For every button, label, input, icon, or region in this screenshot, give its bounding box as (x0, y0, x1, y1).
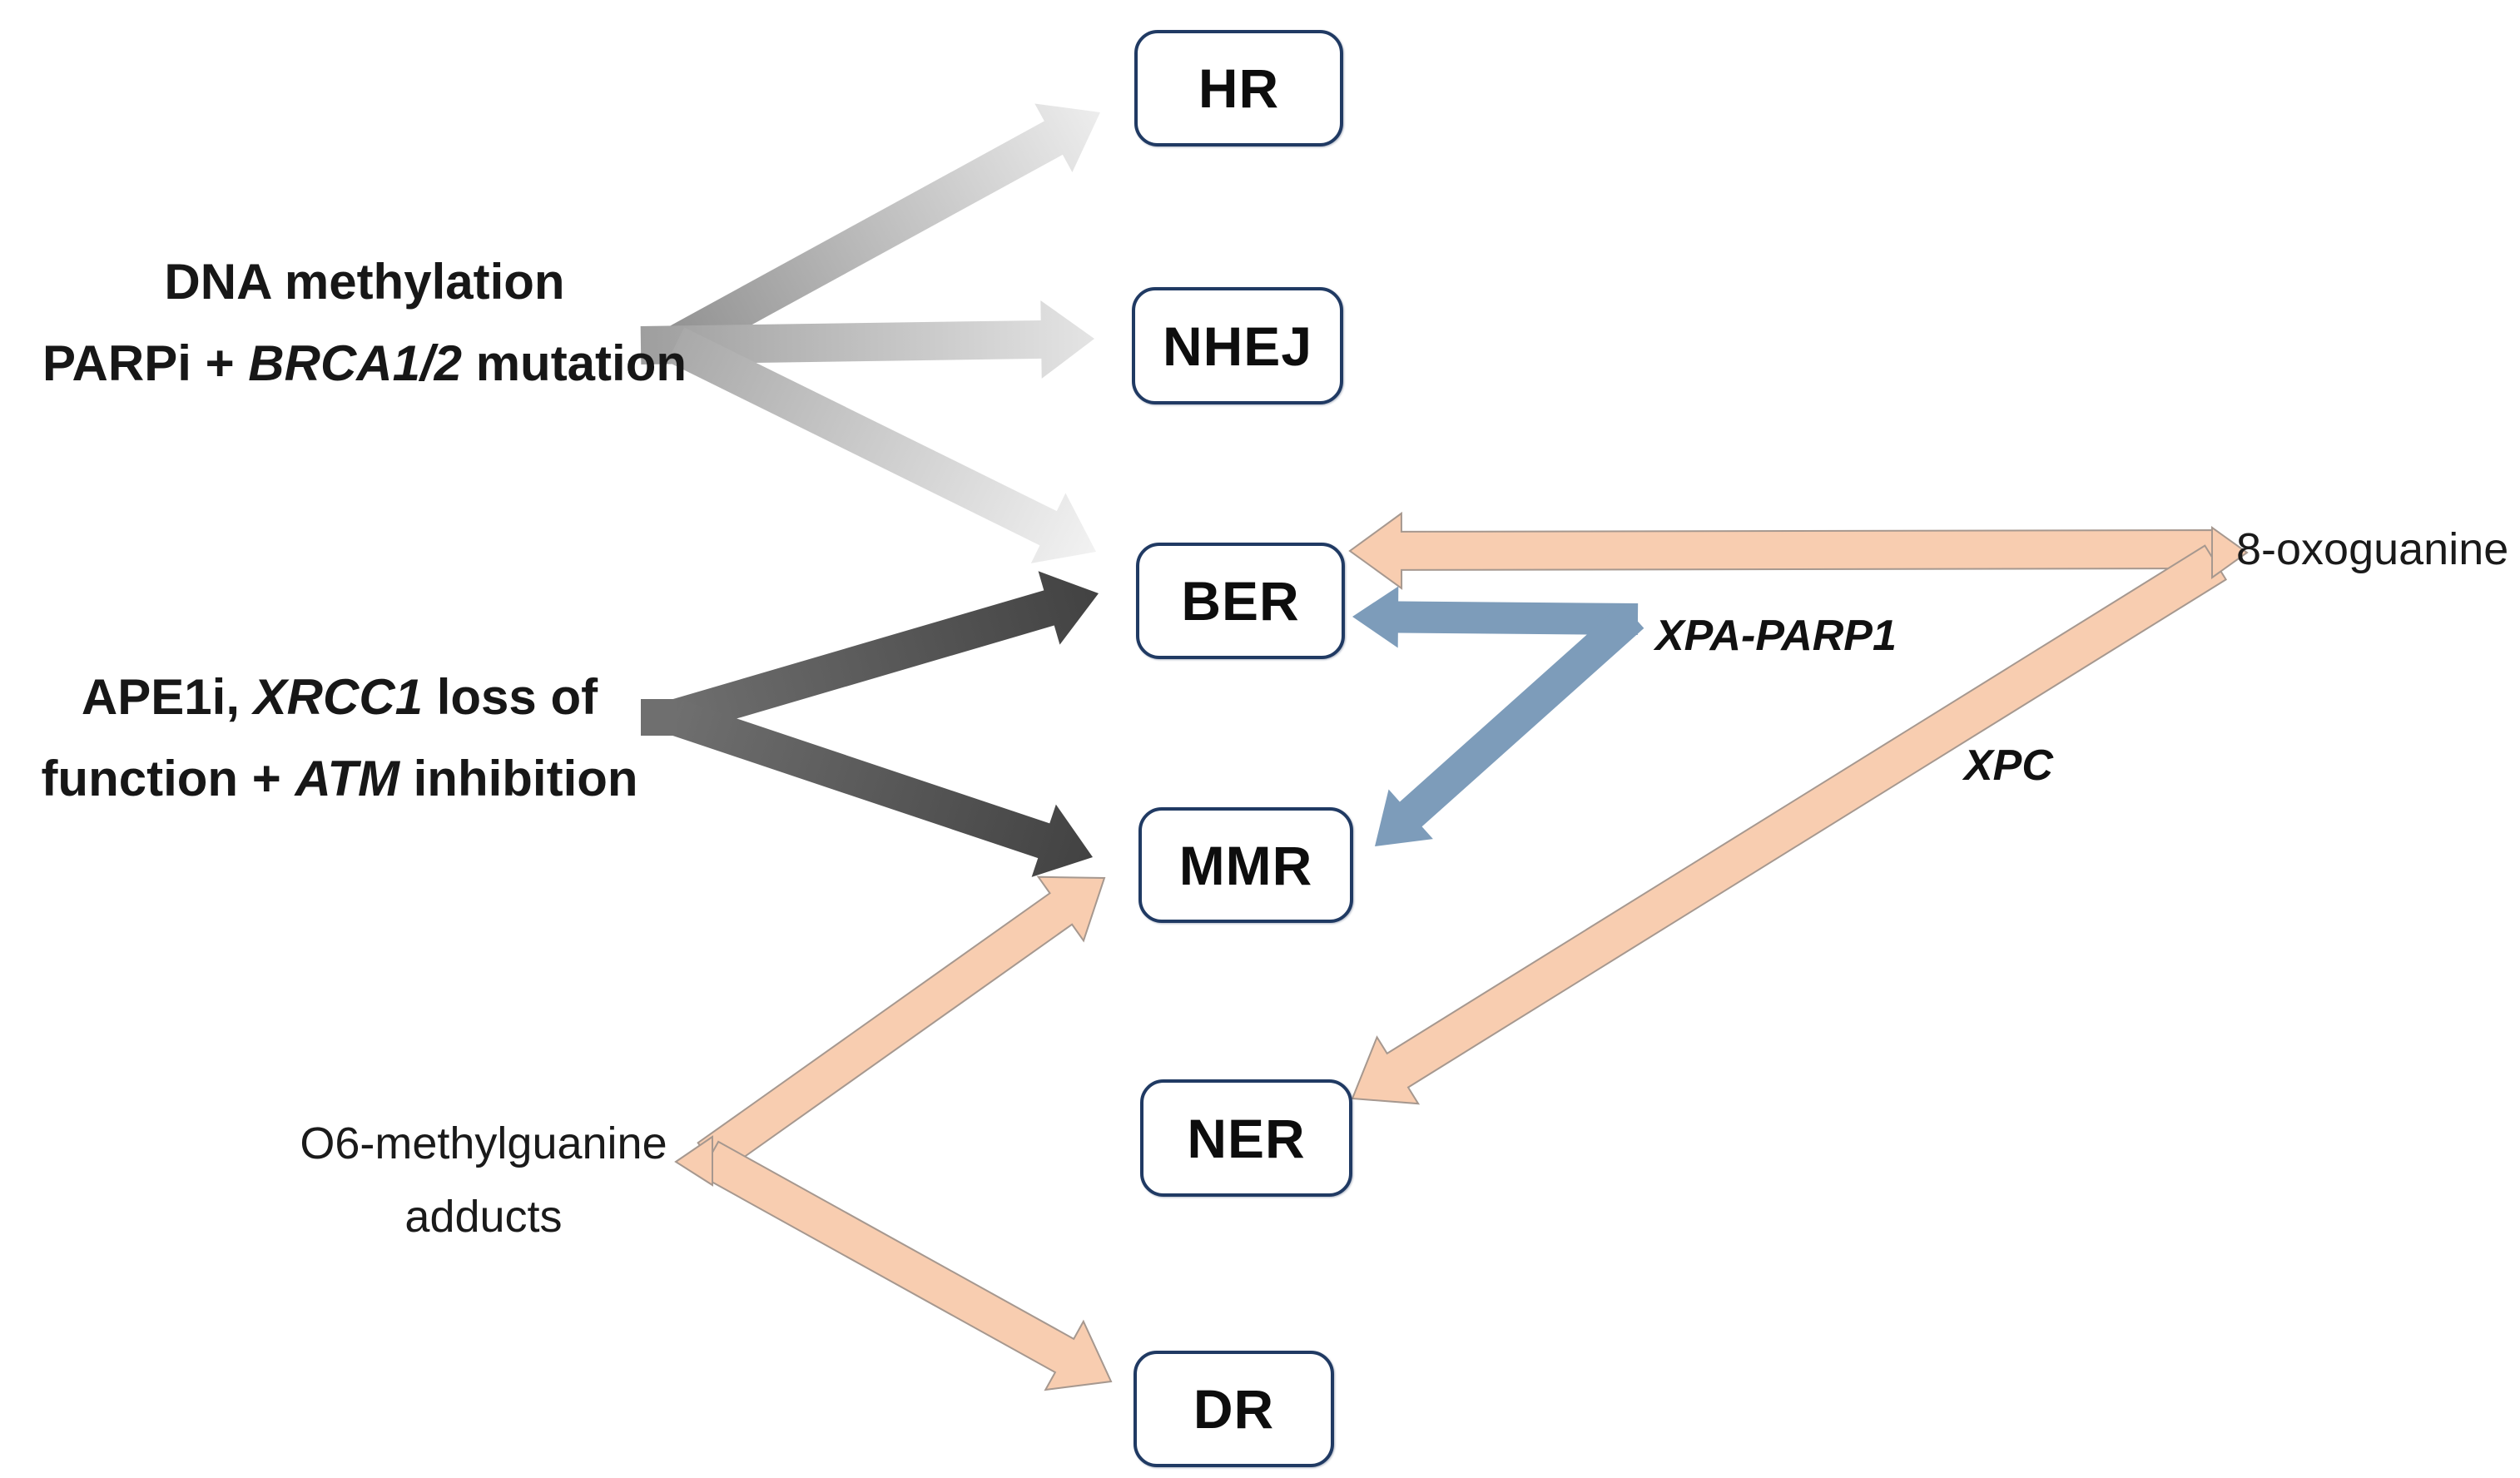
arrow-dna_methylation-to-ber (667, 327, 1097, 563)
node-ner-label: NER (1187, 1107, 1306, 1169)
node-hr-box: HR (1134, 30, 1343, 146)
node-ber-box: BER (1136, 543, 1345, 659)
node-dr-label: DR (1193, 1378, 1275, 1440)
arrow-ape1i-to-mmr (670, 700, 1093, 877)
arrow-o6mg-to-dr (698, 1140, 1113, 1391)
peach-right-fork-joint (2211, 526, 2249, 579)
arrow-oxo-to-ner (1351, 544, 2228, 1105)
arrow-xpa_parp1-to-ber (1352, 586, 1639, 648)
dark-fork-joint (641, 699, 677, 736)
label-8-oxoguanine: 8-oxoguanine (2236, 524, 2509, 574)
node-mmr-label: MMR (1178, 834, 1313, 896)
node-mmr-box: MMR (1138, 807, 1353, 923)
label-xpc: XPC (1964, 741, 2053, 790)
node-ber-label: BER (1181, 570, 1300, 632)
label-xpa-parp1: XPA-PARP1 (1655, 612, 1897, 660)
arrow-oxo-to-ber (1348, 511, 2217, 590)
arrow-dna_methylation-to-nhej (640, 300, 1095, 379)
arrow-dna_methylation-to-hr (666, 103, 1101, 362)
peach-left-fork-joint (674, 1135, 713, 1187)
node-dr-box: DR (1134, 1351, 1334, 1467)
arrow-xpa_parp1-to-mmr (1375, 603, 1644, 846)
arrow-ape1i-to-ber (670, 571, 1099, 736)
node-nhej-label: NHEJ (1162, 315, 1313, 377)
arrow-o6mg-to-mmr (697, 875, 1106, 1176)
node-ner-box: NER (1140, 1079, 1352, 1197)
node-nhej-box: NHEJ (1132, 287, 1343, 404)
node-hr-label: HR (1198, 57, 1280, 119)
